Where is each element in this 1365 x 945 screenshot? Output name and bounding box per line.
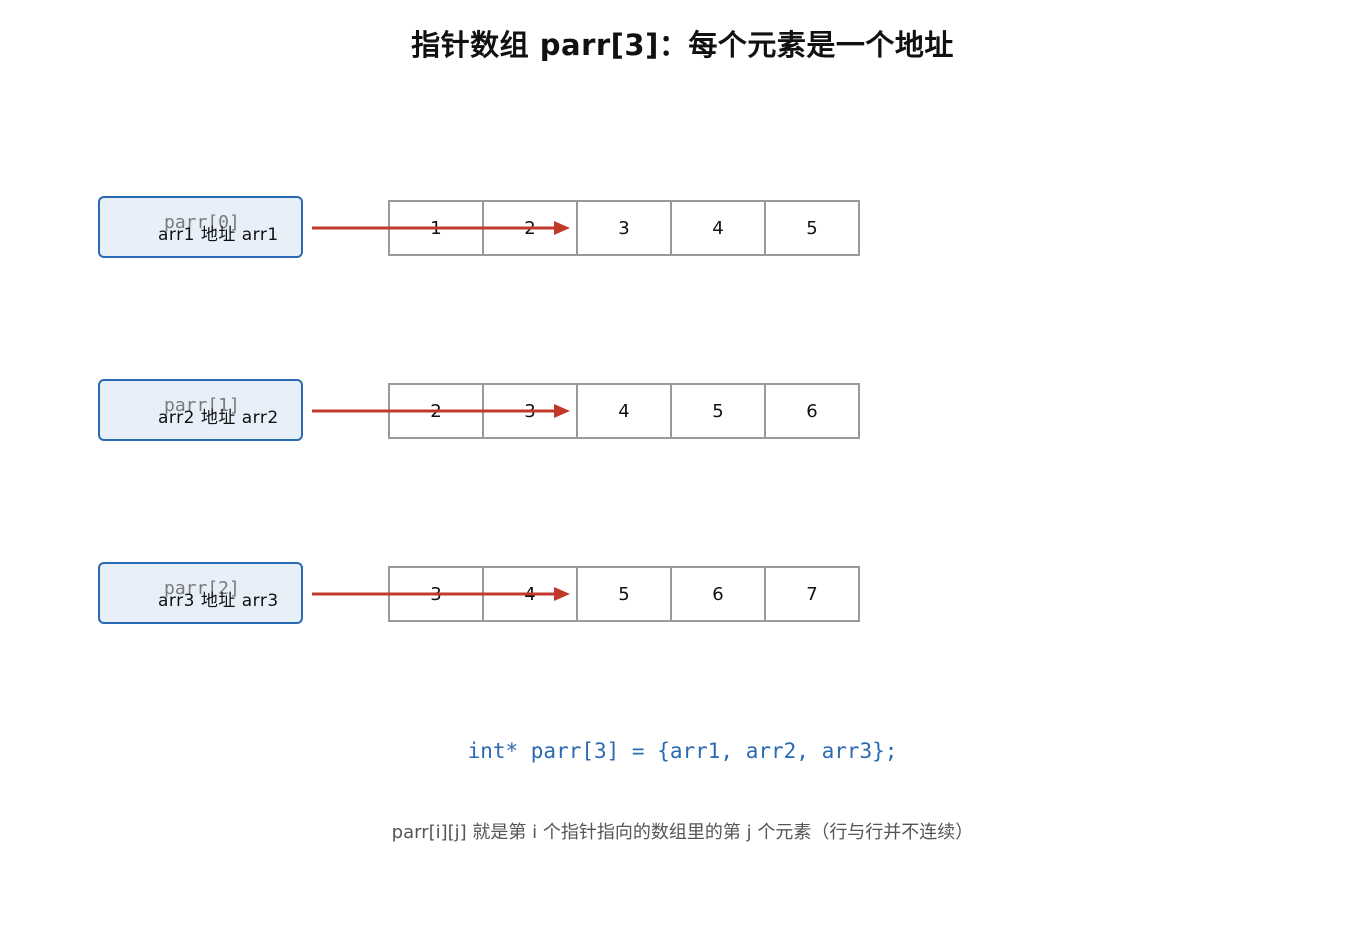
explanation-note: parr[i][j] 就是第 i 个指针指向的数组里的第 j 个元素（行与行并不… (391, 822, 974, 843)
array-cell: 5 (670, 383, 766, 439)
array-cell: 4 (670, 200, 766, 256)
pointer-value: arr2 地址 arr2 (158, 408, 279, 428)
pointer-name: parr[2] (164, 578, 240, 599)
array-cell: 3 (576, 200, 672, 256)
pointer-value: arr1 地址 arr1 (158, 225, 279, 245)
pointer-arrow-1 (312, 404, 570, 418)
array-cell: 5 (576, 566, 672, 622)
array-cell: 6 (764, 383, 860, 439)
pointer-box-1: parr[1] arr2 地址 arr2 (98, 379, 303, 441)
array-cell: 6 (670, 566, 766, 622)
pointer-name: parr[0] (164, 212, 240, 233)
pointer-arrow-2 (312, 587, 570, 601)
pointer-name: parr[1] (164, 395, 240, 416)
pointer-arrow-0 (312, 221, 570, 235)
pointer-value: arr3 地址 arr3 (158, 591, 279, 611)
diagram-title: 指针数组 parr[3]：每个元素是一个地址 (411, 28, 954, 62)
array-cell: 5 (764, 200, 860, 256)
array-cell: 4 (576, 383, 672, 439)
code-declaration: int* parr[3] = {arr1, arr2, arr3}; (467, 739, 898, 763)
pointer-box-2: parr[2] arr3 地址 arr3 (98, 562, 303, 624)
pointer-box-0: parr[0] arr1 地址 arr1 (98, 196, 303, 258)
array-cell: 7 (764, 566, 860, 622)
